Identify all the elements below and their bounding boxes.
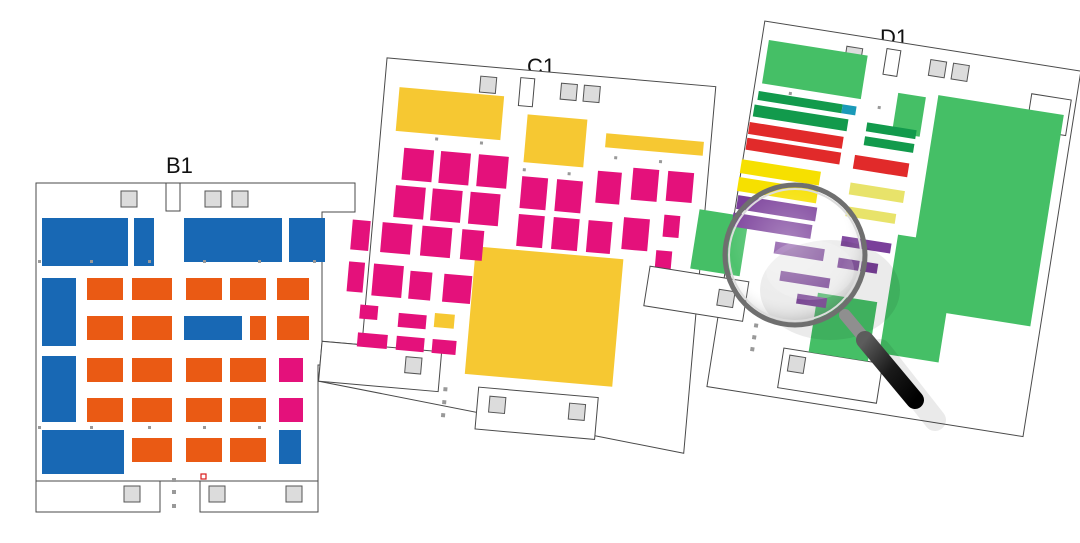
entrance-marker [200, 473, 207, 480]
hall-d1-column-box [882, 47, 902, 77]
restroom-icon [716, 45, 970, 375]
hall-c1-pillars [435, 137, 663, 418]
hall-c1-column-box [517, 77, 536, 108]
hall-b1-column-box [165, 182, 181, 212]
hall-b1-orange-booths[interactable] [87, 278, 309, 462]
hall-b1-label: B1 [166, 153, 193, 178]
restroom-icon [404, 75, 601, 422]
hall-b1-magenta-booths[interactable] [279, 358, 303, 422]
hall-c1-yellow-zones[interactable] [375, 87, 706, 393]
restroom-icon [120, 190, 303, 503]
hall-b1-blue-zones[interactable] [42, 218, 325, 474]
hall-d1-pillars [750, 91, 881, 352]
hall-c1-magenta-booths[interactable] [342, 144, 695, 375]
hall-b1-pillars [38, 260, 316, 508]
